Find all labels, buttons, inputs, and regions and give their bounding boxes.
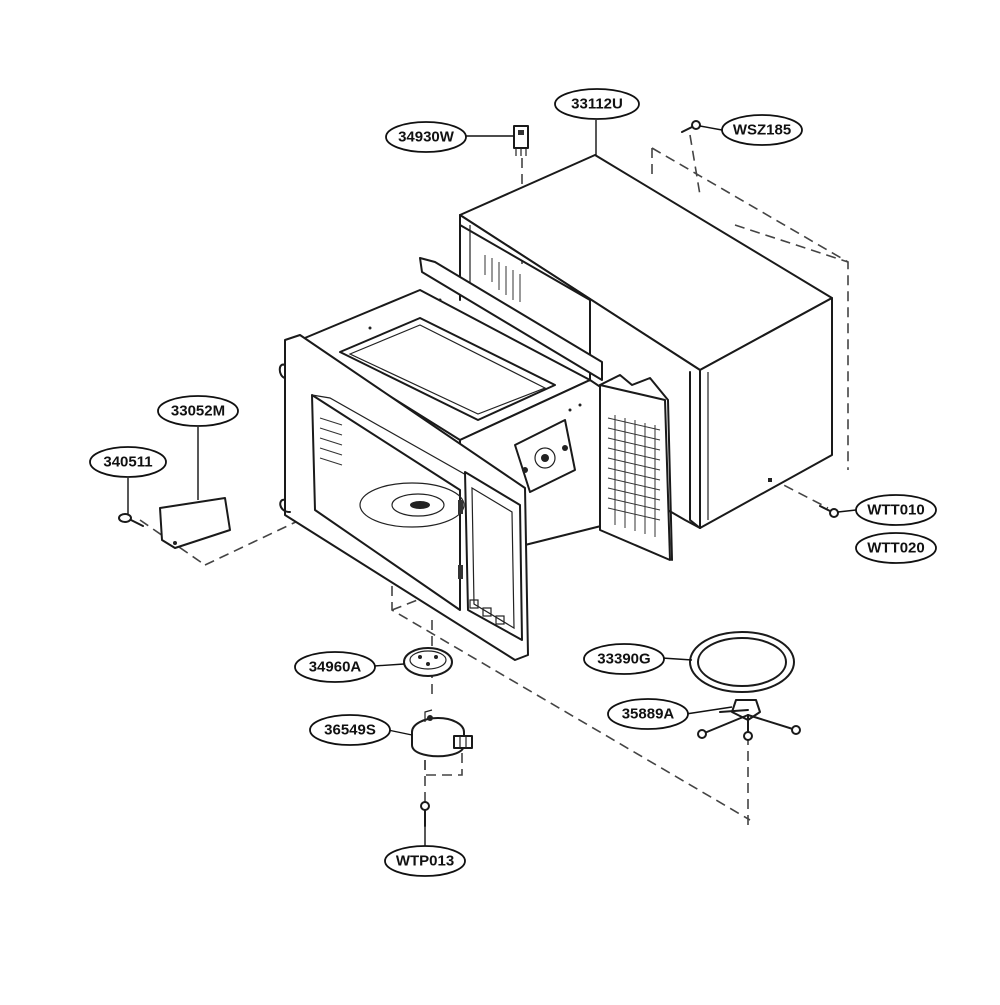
callout-label: 36549S: [324, 722, 376, 739]
callout-340511: 340511: [89, 446, 167, 478]
callout-label: 340511: [103, 454, 152, 471]
callout-34960A: 34960A: [294, 651, 376, 683]
glass-tray: [689, 631, 795, 693]
callout-label: WTT010: [867, 502, 925, 519]
oven-cavity: [278, 257, 673, 661]
screw-wtp013: [420, 801, 430, 827]
sensor-part: [513, 125, 529, 156]
screw-wtt010: [819, 505, 839, 518]
callout-label: WTP013: [396, 853, 454, 870]
callout-label: 34960A: [309, 659, 362, 676]
roller-ring: [697, 699, 801, 741]
roller-coupler: [403, 647, 453, 677]
callout-label: 34930W: [398, 129, 455, 146]
callout-35889A: 35889A: [607, 698, 689, 730]
callout-label: 33052M: [171, 403, 225, 420]
callout-label: 33390G: [597, 651, 650, 668]
callout-label: 33112U: [571, 96, 623, 113]
callout-label: WSZ185: [733, 122, 791, 139]
callout-33390G: 33390G: [583, 643, 665, 675]
cover-plate: [159, 497, 231, 549]
screw-340511: [118, 513, 144, 527]
callout-WTT020: WTT020: [855, 532, 937, 564]
callout-WTP013: WTP013: [384, 845, 466, 877]
callout-label: WTT020: [867, 540, 925, 557]
callout-label: 35889A: [622, 706, 675, 723]
callout-33112U: 33112U: [554, 88, 640, 120]
callout-WSZ185: WSZ185: [721, 114, 803, 146]
turntable-motor: [411, 709, 473, 758]
callout-34930W: 34930W: [385, 121, 467, 153]
callout-33052M: 33052M: [157, 395, 239, 427]
callout-36549S: 36549S: [309, 714, 391, 746]
callout-WTT010: WTT010: [855, 494, 937, 526]
leader-lines: [127, 120, 857, 846]
screw-wsz185: [681, 120, 701, 133]
